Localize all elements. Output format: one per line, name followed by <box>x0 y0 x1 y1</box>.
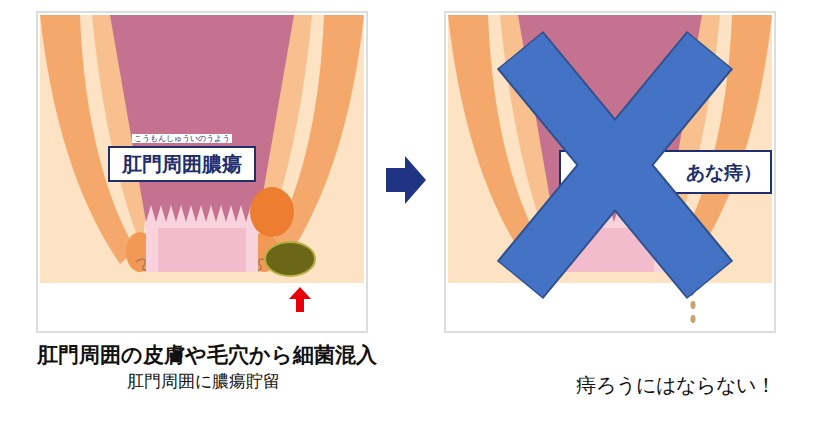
hemorrhoid-label-box: あな痔） <box>680 150 772 194</box>
abscess <box>265 242 315 276</box>
red-arrow <box>289 287 311 312</box>
anatomy-right <box>448 15 772 283</box>
anatomy-left <box>40 15 364 283</box>
flow-arrow <box>386 156 426 204</box>
panel <box>445 12 775 332</box>
drip <box>691 301 696 309</box>
label-text: 肛門周囲膿瘍 <box>122 152 242 176</box>
panel <box>37 12 367 332</box>
caption-main: 肛門周囲の皮膚や毛穴から細菌混入 <box>37 343 377 368</box>
infected-gland <box>250 187 294 237</box>
furigana: こうもんしゅういのうよう <box>132 134 232 143</box>
abscess-label-box: こうもんしゅういのうよう肛門周囲膿瘍 <box>108 146 256 182</box>
label-text: あな痔） <box>686 161 762 184</box>
drip <box>691 315 696 323</box>
caption-right: 痔ろうにはならない！ <box>576 373 776 397</box>
caption-sub: 肛門周囲に膿瘍貯留 <box>127 371 280 391</box>
furigana: こうもんしゅういのうよう <box>110 134 254 144</box>
